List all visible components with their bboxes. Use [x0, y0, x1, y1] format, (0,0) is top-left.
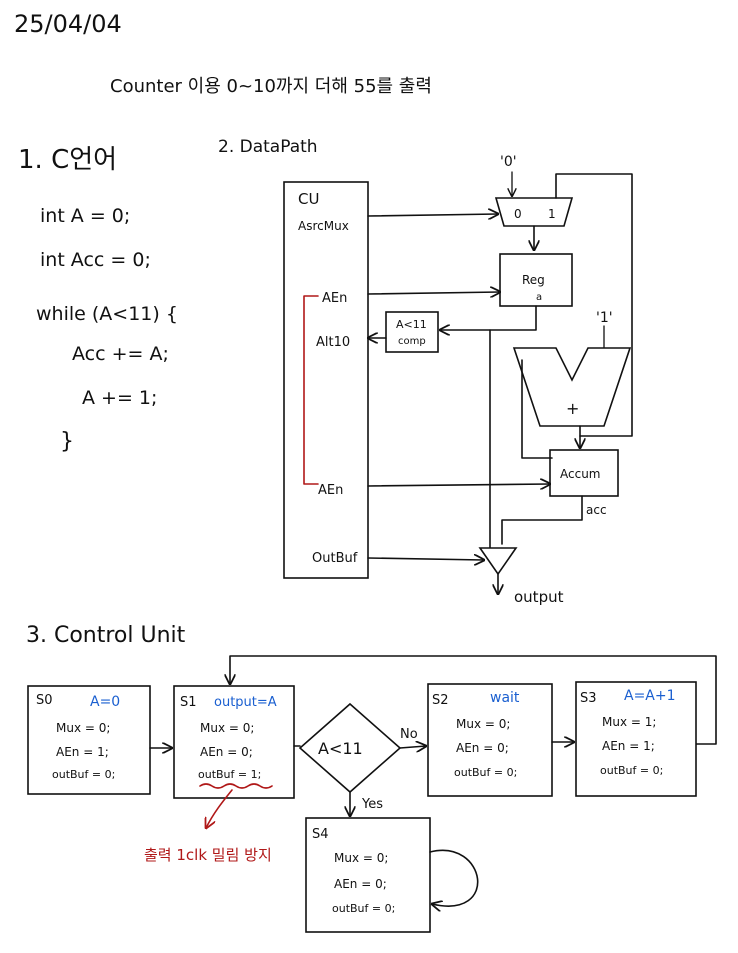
reg-sub: a: [536, 292, 542, 303]
wire-adder-feedback: [555, 173, 633, 437]
state-s0-line2: AEn = 1;: [56, 745, 109, 759]
arrow-decision-s2: [399, 746, 426, 748]
signal-outbuf: OutBuf: [312, 551, 358, 566]
mux: [494, 197, 574, 227]
state-s3: [575, 681, 697, 797]
decision-label: A<11: [318, 739, 363, 758]
state-s1-action: output=A: [214, 695, 277, 710]
signal-aen-2: AEn: [318, 483, 343, 498]
state-s1: [173, 685, 295, 799]
wire-aen-accum: [367, 484, 550, 486]
adder-plus: +: [566, 399, 579, 418]
date-label: 25/04/04: [14, 10, 122, 38]
code-line-3: while (A<11) {: [36, 303, 178, 325]
output-label: output: [514, 588, 564, 606]
mux-in0: 0: [514, 207, 522, 221]
cu-label: CU: [298, 190, 319, 208]
code-line-1: int A = 0;: [40, 205, 130, 227]
comp-sub: comp: [398, 336, 426, 347]
state-s3-line3: outBuf = 0;: [600, 764, 663, 777]
mux-const-0: '0': [500, 154, 517, 170]
state-s4-line1: Mux = 0;: [334, 851, 388, 865]
datapath-diagram: 2. DataPath CU AsrcMux AEn Alt10 AEn Out…: [218, 137, 633, 606]
state-s2-line1: Mux = 0;: [456, 717, 510, 731]
cu-block: [283, 181, 369, 579]
arrow-s4-self: [429, 849, 479, 906]
state-s4: [305, 817, 431, 933]
state-s3-name: S3: [580, 691, 597, 706]
accum-out: acc: [586, 503, 607, 517]
arrow-s3-s1: [230, 655, 717, 745]
state-s4-line2: AEn = 0;: [334, 877, 387, 891]
signal-aen-1: AEn: [322, 291, 347, 306]
adder: [512, 347, 632, 427]
note-arrow: [206, 789, 233, 828]
code-line-6: }: [60, 429, 74, 454]
reg-label: Reg: [522, 273, 545, 287]
wire-accum-out: [501, 495, 583, 545]
state-s3-action: A=A+1: [624, 688, 676, 704]
control-unit-fsm: 3. Control Unit S0 A=0 Mux = 0; AEn = 1;…: [26, 623, 717, 933]
state-s0-action: A=0: [90, 694, 120, 710]
adder-const-1: '1': [596, 310, 613, 326]
state-s1-name: S1: [180, 695, 197, 710]
decision-no: No: [400, 727, 418, 742]
code-line-4: Acc += A;: [72, 343, 169, 365]
mux-in1: 1: [548, 207, 556, 221]
code-section: 1. C언어 int A = 0; int Acc = 0; while (A<…: [18, 145, 178, 454]
wire-reg-out: [440, 305, 537, 330]
state-s0-name: S0: [36, 693, 53, 708]
wire-aen-reg: [367, 292, 500, 294]
state-s3-line2: AEn = 1;: [602, 739, 655, 753]
state-s2-action: wait: [490, 690, 520, 706]
state-s2-line2: AEn = 0;: [456, 741, 509, 755]
accum-label: Accum: [560, 467, 601, 481]
wire-asrcmux: [367, 214, 498, 216]
code-line-2: int Acc = 0;: [40, 249, 151, 271]
state-s1-line3: outBuf = 1;: [198, 768, 261, 781]
state-s1-line1: Mux = 0;: [200, 721, 254, 735]
signal-asrcmux: AsrcMux: [298, 219, 349, 233]
state-s1-line2: AEn = 0;: [200, 745, 253, 759]
state-s4-line3: outBuf = 0;: [332, 902, 395, 915]
datapath-heading: 2. DataPath: [218, 137, 318, 157]
state-s2-line3: outBuf = 0;: [454, 766, 517, 779]
code-heading: 1. C언어: [18, 145, 117, 175]
decision-yes: Yes: [361, 797, 383, 812]
note-text: 출력 1clk 밀림 방지: [144, 846, 272, 864]
state-s0-line1: Mux = 0;: [56, 721, 110, 735]
reg-block: [499, 253, 573, 307]
state-s3-line1: Mux = 1;: [602, 715, 656, 729]
state-s0-line3: outBuf = 0;: [52, 768, 115, 781]
code-line-5: A += 1;: [82, 387, 157, 409]
signal-alt10: Alt10: [316, 335, 350, 350]
state-s2-name: S2: [432, 693, 449, 708]
accum-block: [549, 449, 619, 497]
wire-accum-adder: [521, 359, 553, 459]
comp-block: [385, 311, 439, 353]
state-s0: [27, 685, 151, 795]
comp-label: A<11: [396, 318, 427, 331]
state-s4-name: S4: [312, 827, 329, 842]
aen-bracket: [303, 295, 319, 485]
outbuf-underline: [199, 783, 273, 789]
wire-outbuf: [367, 558, 484, 560]
state-s2: [427, 683, 553, 797]
page-title: Counter 이용 0~10까지 더해 55를 출력: [110, 76, 432, 97]
cu-heading: 3. Control Unit: [26, 623, 186, 648]
output-buffer: [478, 547, 518, 576]
